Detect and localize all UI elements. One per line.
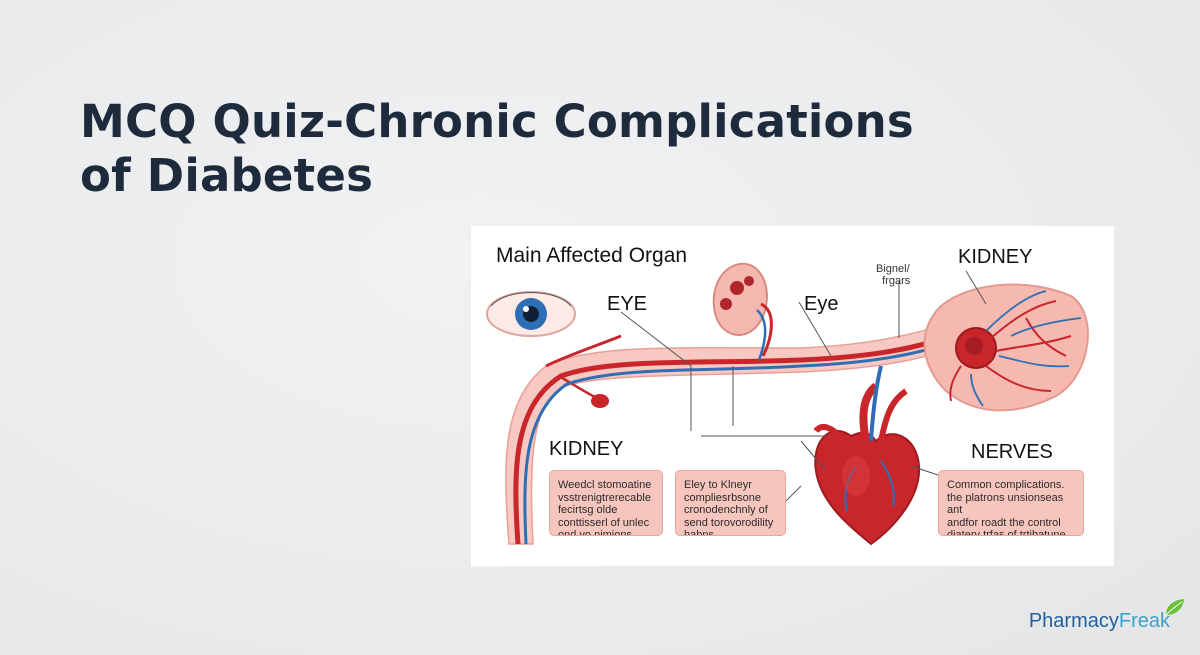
- kidney-organ: [712, 262, 768, 337]
- organ-illustration: Main Affected Organ EYE Eye KIDNEY Bigne…: [471, 226, 1114, 566]
- figure-heading: Main Affected Organ: [496, 244, 688, 267]
- small-node: [591, 394, 609, 408]
- artery: [513, 315, 993, 545]
- kidney-label-left: KIDNEY: [549, 438, 624, 460]
- anatomy-diagram: [486, 262, 1089, 546]
- note-box-1: Weedcl stomoatine vsstrenigtrerecable fe…: [549, 470, 663, 536]
- heart-illustration: [813, 365, 921, 546]
- brand-part-1: Pharmacy: [1028, 610, 1119, 632]
- nerves-label: NERVES: [971, 441, 1053, 463]
- kidney-label-top: KIDNEY: [958, 246, 1033, 268]
- note-box-2: Eley to Klneyr compliesrbsone cronodench…: [675, 470, 786, 536]
- eye-label-alt: Eye: [804, 293, 839, 315]
- brand-part-2: Freak: [1118, 610, 1170, 632]
- brand-logo: PharmacyFreak: [1029, 610, 1170, 633]
- leaf-icon: [1165, 599, 1184, 616]
- leader-line: [620, 311, 692, 431]
- organ-mass: [923, 283, 1089, 412]
- note-box-3: Common complications. the platrons unsio…: [938, 470, 1084, 536]
- small-annotation: Bignel/ frgars: [876, 263, 911, 287]
- vein: [523, 324, 992, 545]
- eye-branch: [545, 334, 622, 368]
- eye-label: EYE: [607, 293, 648, 315]
- eye-illustration: [486, 291, 576, 337]
- page-title: MCQ Quiz-Chronic Complications of Diabet…: [80, 95, 914, 202]
